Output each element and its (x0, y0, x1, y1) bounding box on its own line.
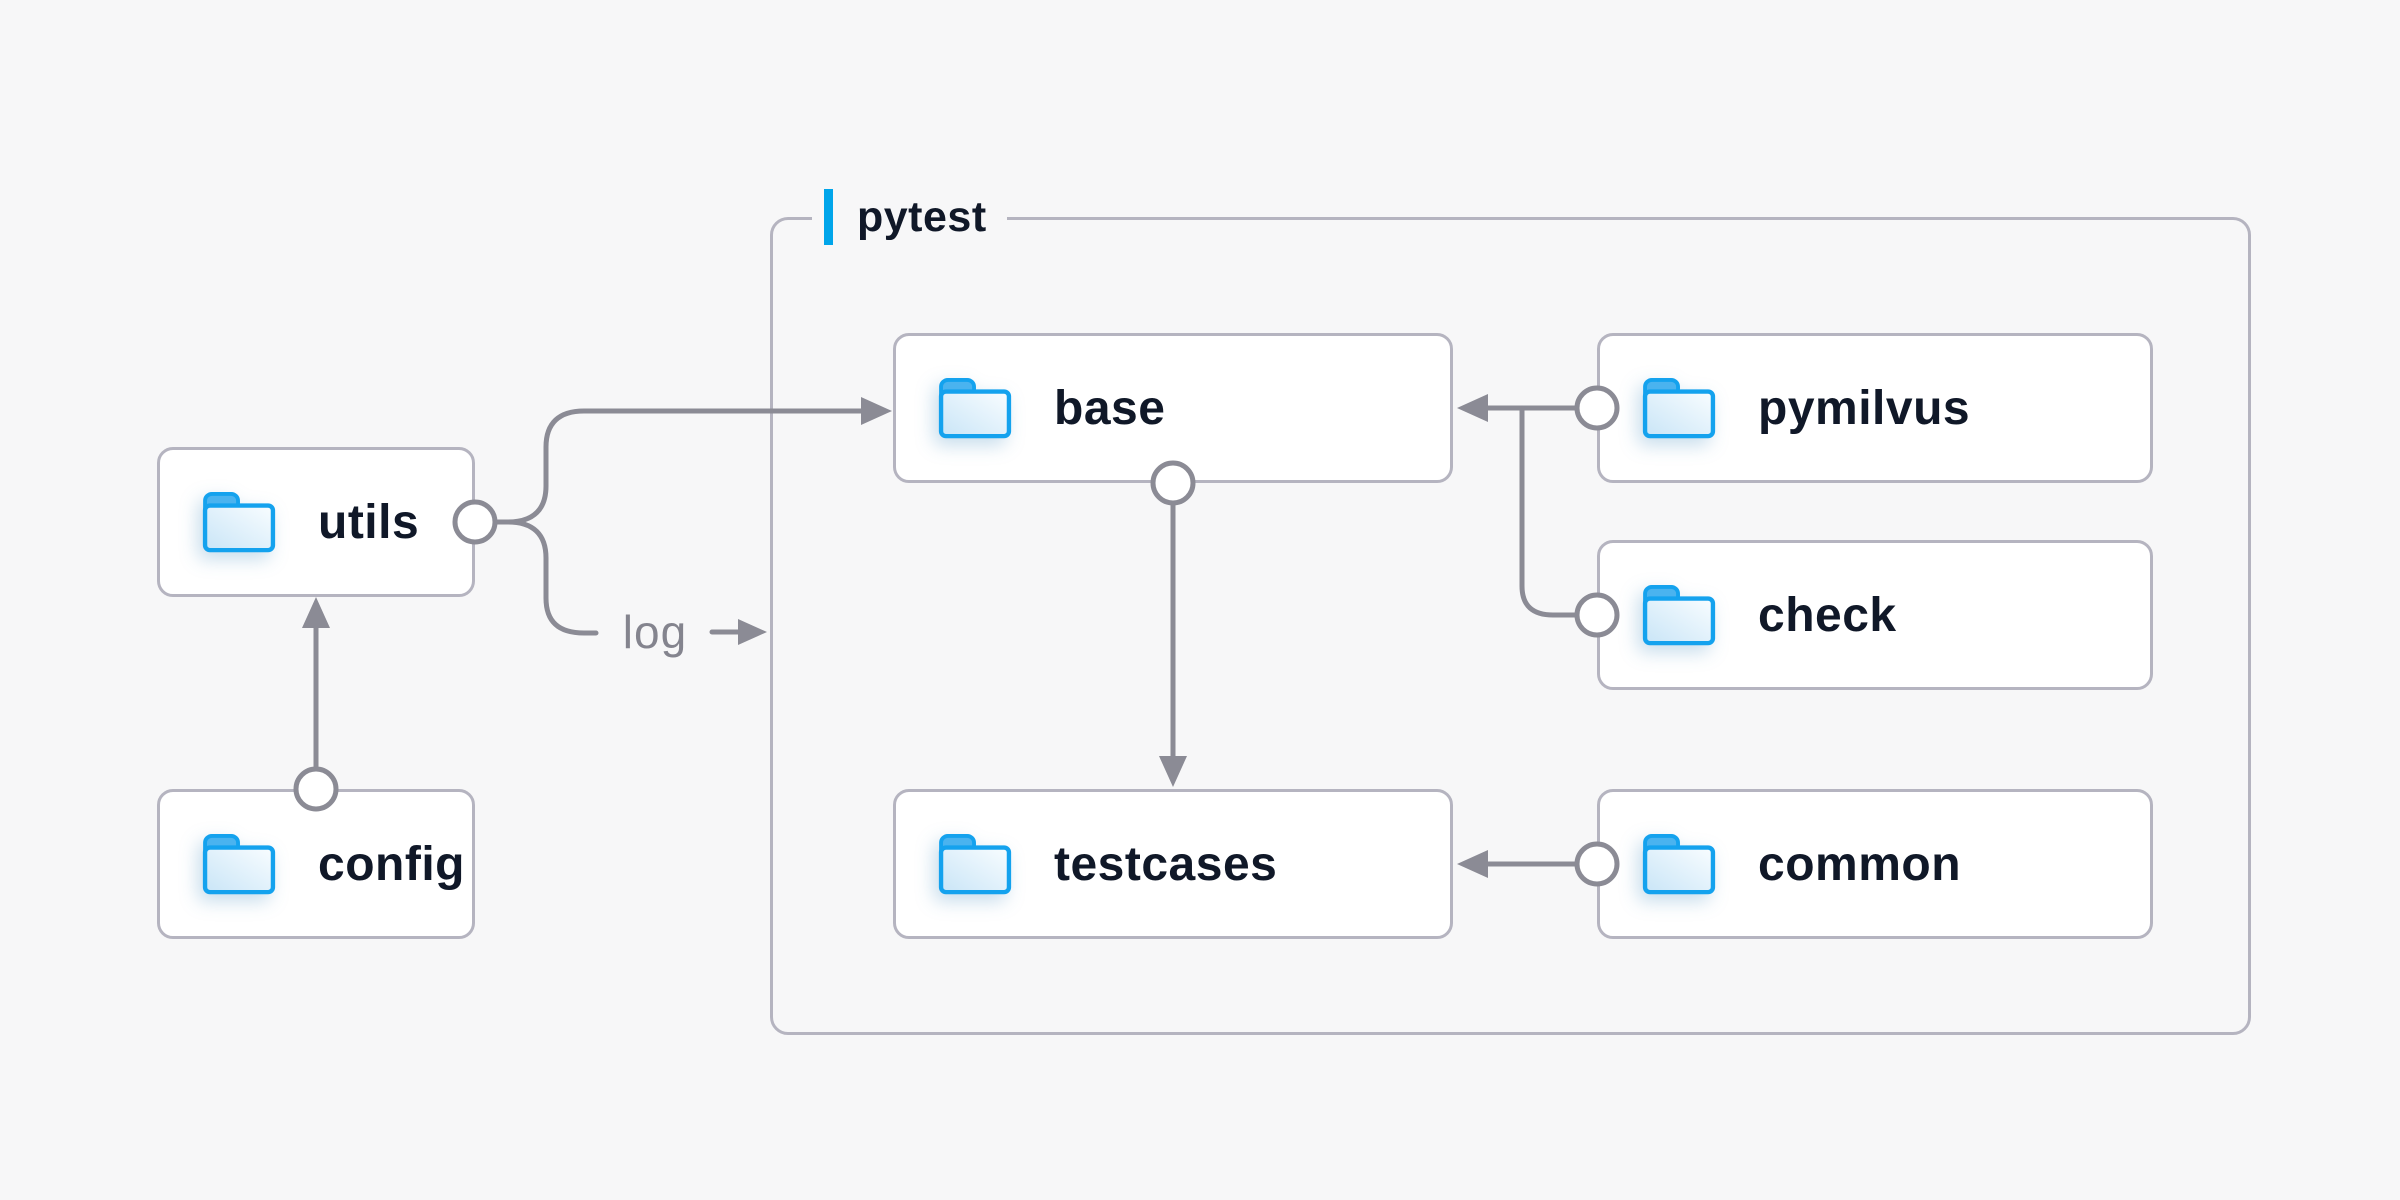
pytest-title: pytest (857, 192, 987, 241)
node-label: check (1758, 588, 1897, 642)
arrowhead-up-utils (302, 597, 330, 628)
node-utils: utils (157, 447, 475, 597)
node-label: pymilvus (1758, 381, 1971, 435)
accent-bar (824, 189, 833, 245)
folder-icon (200, 832, 278, 896)
node-testcases: testcases (893, 789, 1453, 939)
node-common: common (1597, 789, 2153, 939)
node-label: base (1054, 381, 1166, 435)
node-config: config (157, 789, 475, 939)
edge-label-log: log (622, 606, 688, 658)
arrowhead-right-container (738, 619, 767, 645)
node-base: base (893, 333, 1453, 483)
pytest-container (770, 217, 2251, 1035)
node-label: common (1758, 837, 1962, 891)
folder-icon (200, 490, 278, 554)
folder-icon (936, 832, 1014, 896)
folder-icon (1640, 583, 1718, 647)
node-pymilvus: pymilvus (1597, 333, 2153, 483)
edge-utils-log (493, 519, 599, 636)
node-label: utils (318, 495, 420, 549)
folder-icon (1640, 376, 1718, 440)
folder-icon (1640, 832, 1718, 896)
node-check: check (1597, 540, 2153, 690)
node-label: testcases (1054, 837, 1278, 891)
folder-icon (936, 376, 1014, 440)
node-label: config (318, 837, 465, 891)
pytest-label: pytest (812, 181, 1007, 253)
